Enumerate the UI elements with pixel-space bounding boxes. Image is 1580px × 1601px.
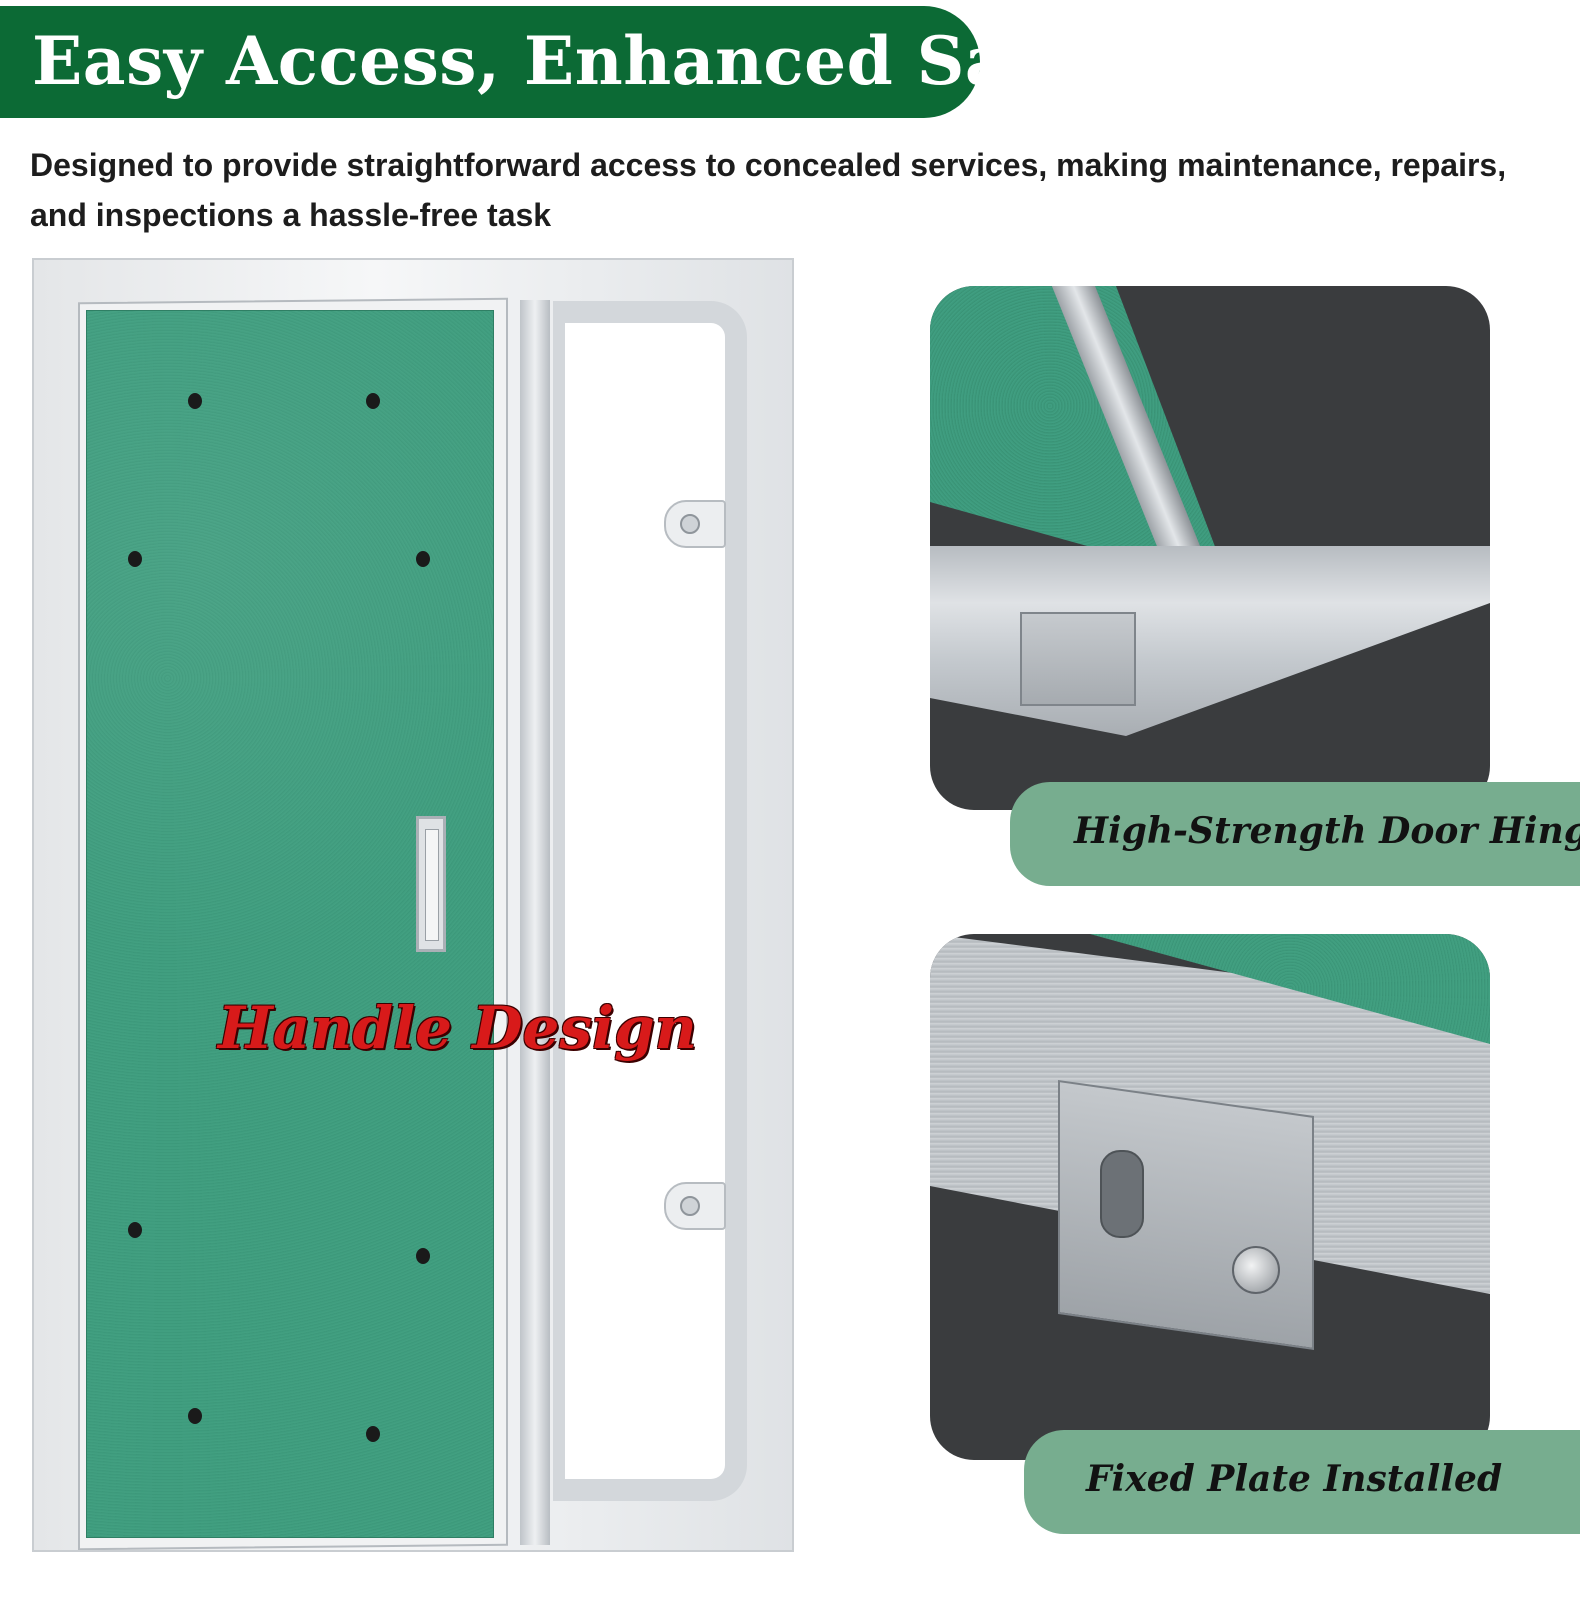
bolt-icon xyxy=(1232,1246,1280,1294)
plate-slot xyxy=(1100,1150,1144,1238)
screw-icon xyxy=(128,1222,142,1238)
hinge-tab-upper xyxy=(664,500,726,548)
fixed-plate-caption: Fixed Plate Installed xyxy=(1086,1458,1503,1500)
hinge-caption: High-Strength Door Hinge xyxy=(1074,810,1580,852)
aluminum-frame xyxy=(930,546,1490,736)
hinge-tab-lower xyxy=(664,1182,726,1230)
page-subtitle: Designed to provide straightforward acce… xyxy=(30,147,1507,233)
fixed-plate-label: Fixed Plate Installed xyxy=(1024,1430,1580,1534)
hinge-label: High-Strength Door Hinge xyxy=(1010,782,1580,886)
screw-icon xyxy=(128,551,142,567)
door-handle xyxy=(416,816,446,952)
screw-icon xyxy=(416,551,430,567)
screw-icon xyxy=(188,1408,202,1424)
screw-icon xyxy=(366,393,380,409)
fixed-plate xyxy=(1058,1080,1314,1350)
frame-jamb xyxy=(520,300,550,1545)
panel-opening xyxy=(553,301,747,1501)
hinge-detail-photo xyxy=(930,286,1490,810)
page-title: Easy Access, Enhanced Safety xyxy=(32,22,1150,100)
screw-icon xyxy=(416,1248,430,1264)
screw-icon xyxy=(188,393,202,409)
title-banner: Easy Access, Enhanced Safety xyxy=(0,6,1149,118)
fixed-plate-detail-photo xyxy=(930,934,1490,1460)
screw-icon xyxy=(366,1426,380,1442)
hinge-plate xyxy=(1020,612,1136,706)
handle-design-caption: Handle Design xyxy=(218,994,697,1062)
